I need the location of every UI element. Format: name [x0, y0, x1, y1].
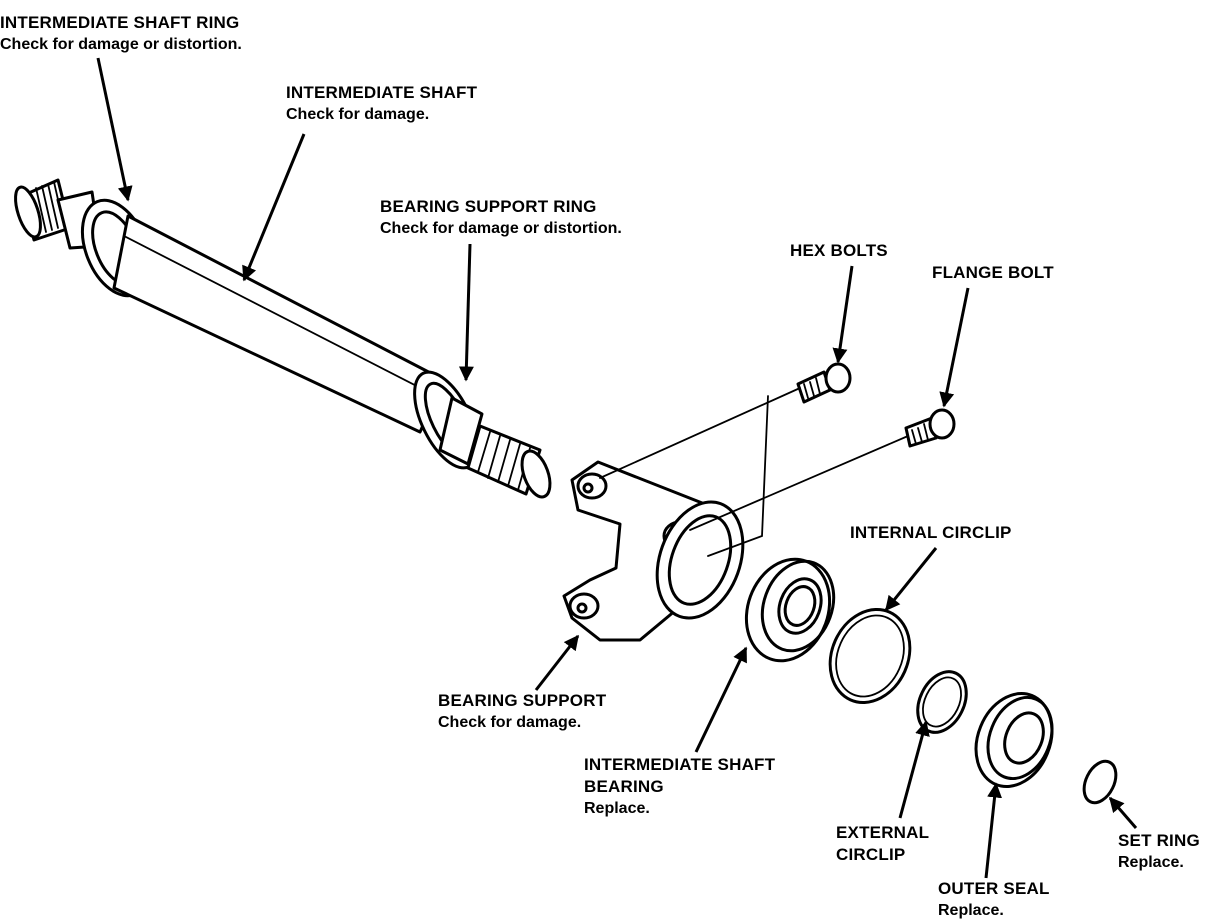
hex-bolt-drawing [796, 362, 852, 404]
intermediate-shaft-drawing [14, 178, 552, 499]
label-note: Check for damage or distortion. [0, 36, 242, 53]
label-external-circlip: EXTERNAL CIRCLIP [836, 822, 929, 866]
label-note: Check for damage. [438, 714, 582, 731]
label-intermediate-shaft-bearing: INTERMEDIATE SHAFT BEARING Replace. [584, 754, 775, 820]
label-title: FLANGE BOLT [932, 263, 1054, 282]
label-bearing-support-ring: BEARING SUPPORT RING Check for damage or… [380, 196, 622, 240]
label-note: Replace. [1118, 854, 1184, 871]
flange-bolt-drawing [904, 408, 956, 448]
label-title: SET RING [1118, 831, 1200, 850]
label-title: INTERMEDIATE SHAFT RING [0, 13, 240, 32]
label-title-line1: EXTERNAL [836, 823, 930, 842]
label-outer-seal: OUTER SEAL Replace. [938, 878, 1050, 922]
internal-circlip-drawing [828, 608, 912, 704]
intermediate-shaft-bearing-drawing [744, 557, 836, 663]
label-note: Check for damage. [286, 106, 430, 123]
set-ring-drawing [1082, 759, 1118, 805]
label-bearing-support: BEARING SUPPORT Check for damage. [438, 690, 606, 734]
label-internal-circlip: INTERNAL CIRCLIP [850, 522, 1012, 544]
bearing-support-drawing [562, 460, 745, 642]
label-title: BEARING SUPPORT [438, 691, 607, 710]
label-set-ring: SET RING Replace. [1118, 830, 1200, 874]
label-intermediate-shaft-ring: INTERMEDIATE SHAFT RING Check for damage… [0, 12, 242, 56]
external-circlip-drawing [916, 670, 968, 734]
label-title: OUTER SEAL [938, 879, 1050, 898]
label-title: INTERMEDIATE SHAFT [286, 83, 478, 102]
label-intermediate-shaft: INTERMEDIATE SHAFT Check for damage. [286, 82, 477, 126]
label-note: Replace. [584, 800, 650, 817]
label-title-line2: CIRCLIP [836, 845, 906, 864]
leader-lines [96, 57, 1138, 879]
label-title: INTERNAL CIRCLIP [850, 523, 1012, 542]
label-title: BEARING SUPPORT RING [380, 197, 597, 216]
label-note: Check for damage or distortion. [380, 220, 622, 237]
label-title: HEX BOLTS [790, 241, 888, 260]
outer-seal-drawing [974, 691, 1054, 789]
label-note: Replace. [938, 902, 1004, 919]
label-title-line2: BEARING [584, 777, 664, 796]
label-flange-bolt: FLANGE BOLT [932, 262, 1054, 284]
label-hex-bolts: HEX BOLTS [790, 240, 888, 262]
label-title-line1: INTERMEDIATE SHAFT [584, 755, 776, 774]
